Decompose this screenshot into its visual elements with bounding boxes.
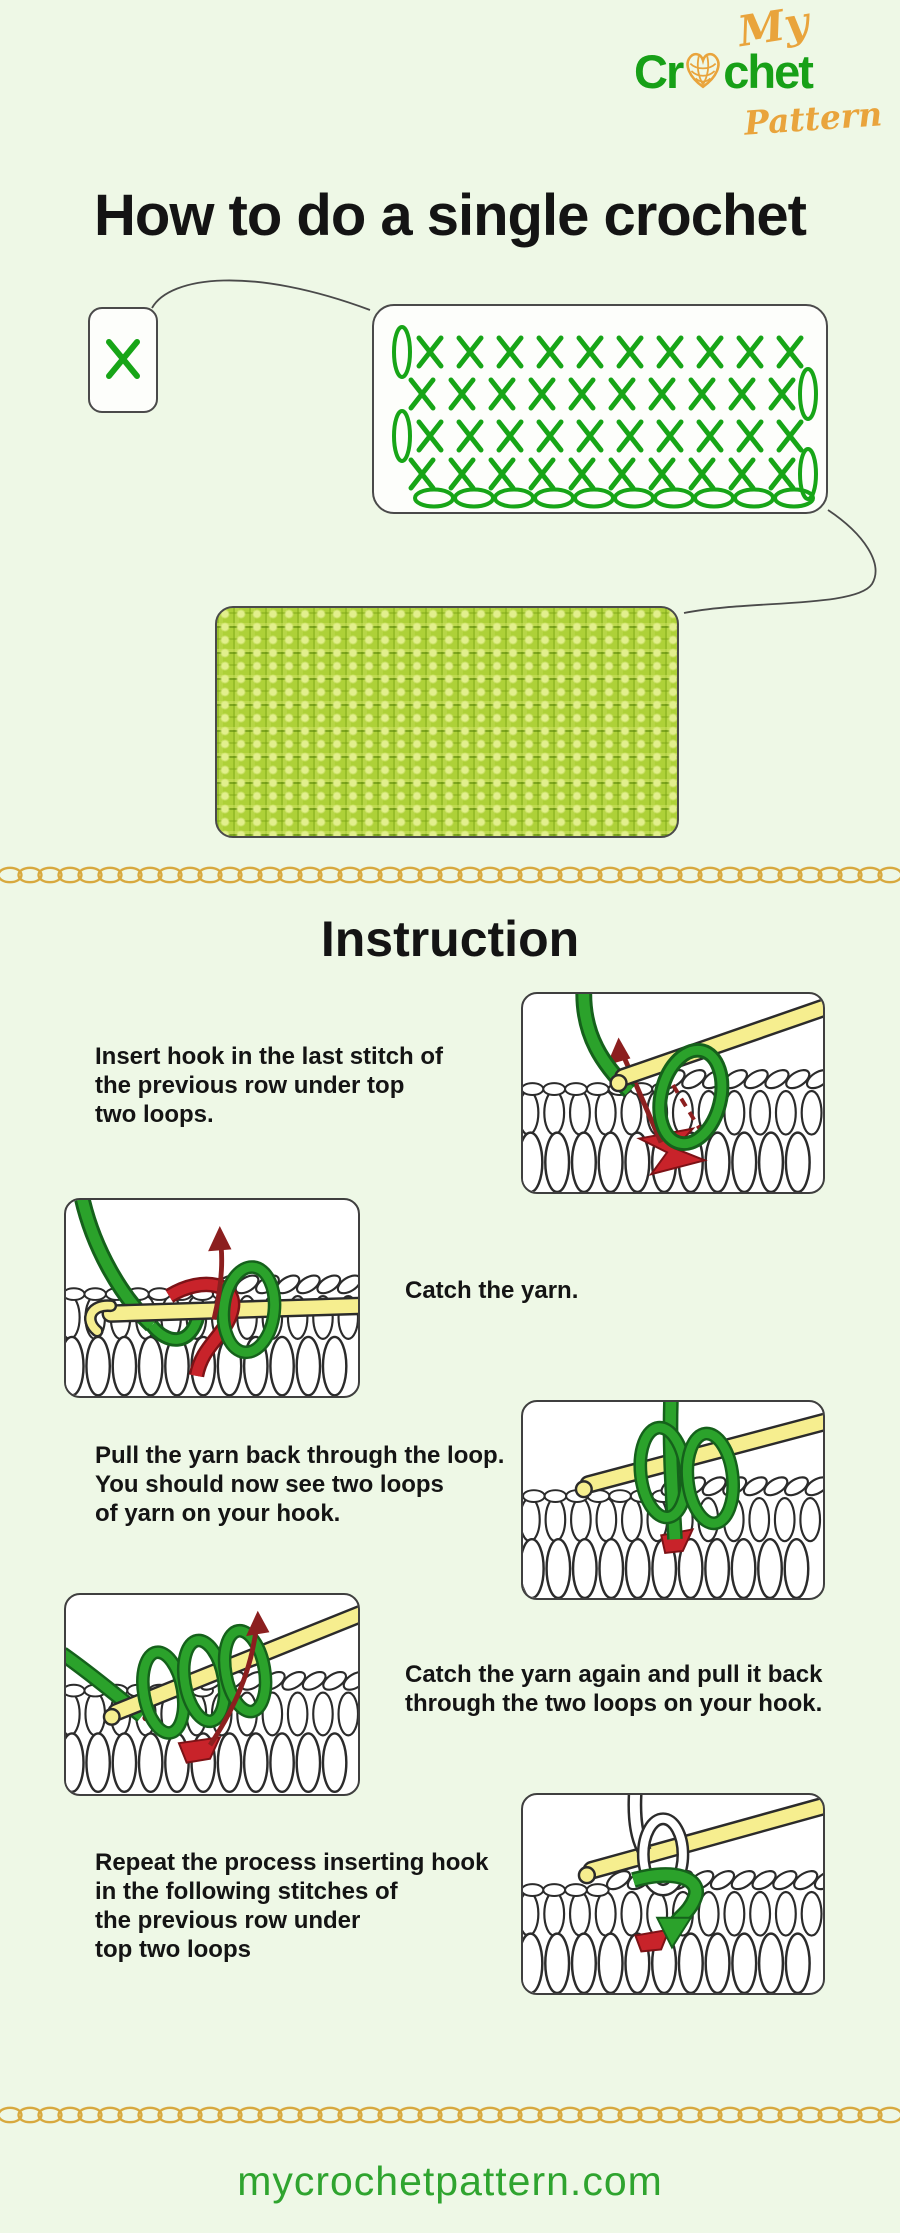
footer-site-link[interactable]: mycrochetpattern.com <box>237 2158 663 2204</box>
step-1-text: Insert hook in the last stitch of the pr… <box>95 1043 444 1128</box>
yarn-loop <box>682 1429 738 1528</box>
curve-chart-to-swatch <box>683 509 877 614</box>
step-3-text: Pull the yarn back through the loop. You… <box>95 1442 505 1527</box>
step-5-text: Repeat the process inserting hook in the… <box>95 1849 489 1963</box>
crochet-hook <box>616 1000 823 1085</box>
symbol-legend-box <box>88 307 158 413</box>
crochet-hook <box>109 1607 358 1719</box>
yarn-loop <box>219 1262 279 1357</box>
highlighted-stitch <box>634 1928 671 1953</box>
yarn-loop <box>220 1626 270 1716</box>
step-4-illustration <box>64 1593 360 1796</box>
step-2-illustration <box>64 1198 360 1398</box>
direction-arrow <box>606 1037 631 1066</box>
logo-word-pattern: Pattern <box>742 94 884 143</box>
logo-word-crochet: Cr chet <box>634 45 814 98</box>
highlighted-stitch <box>636 1127 708 1176</box>
step-2-text: Catch the yarn. <box>405 1277 579 1304</box>
finished-loop <box>639 1814 687 1894</box>
single-crochet-symbol <box>106 339 140 379</box>
logo-crochet-suffix: chet <box>723 45 814 98</box>
logo-crochet-prefix: Cr <box>634 45 684 98</box>
step-4-text: Catch the yarn again and pull it back th… <box>405 1661 823 1717</box>
page-title: How to do a single crochet <box>94 183 807 248</box>
chain-divider <box>0 2106 900 2124</box>
step-1-illustration <box>521 992 825 1194</box>
yarn-loop <box>655 1045 727 1149</box>
direction-arrow <box>208 1225 232 1252</box>
yarn-ball-heart-icon <box>684 50 722 97</box>
caught-yarn <box>166 1279 238 1378</box>
brand-logo: My Cr chet Pattern <box>626 0 894 143</box>
yarn-strand <box>665 1402 681 1540</box>
step-3-illustration <box>521 1400 825 1600</box>
direction-arrow <box>246 1610 270 1637</box>
chain-divider <box>0 866 900 884</box>
stitch-chart <box>392 325 818 509</box>
section-title: Instruction <box>320 911 580 967</box>
step-5-illustration <box>521 1793 825 1995</box>
crochet-hook <box>581 1415 823 1492</box>
crochet-hook <box>584 1798 823 1878</box>
curve-legend-to-chart <box>151 279 371 311</box>
stitch-chart-box <box>372 304 828 514</box>
green-direction-arrow <box>655 1916 693 1950</box>
crochet-fabric-swatch <box>215 606 679 838</box>
